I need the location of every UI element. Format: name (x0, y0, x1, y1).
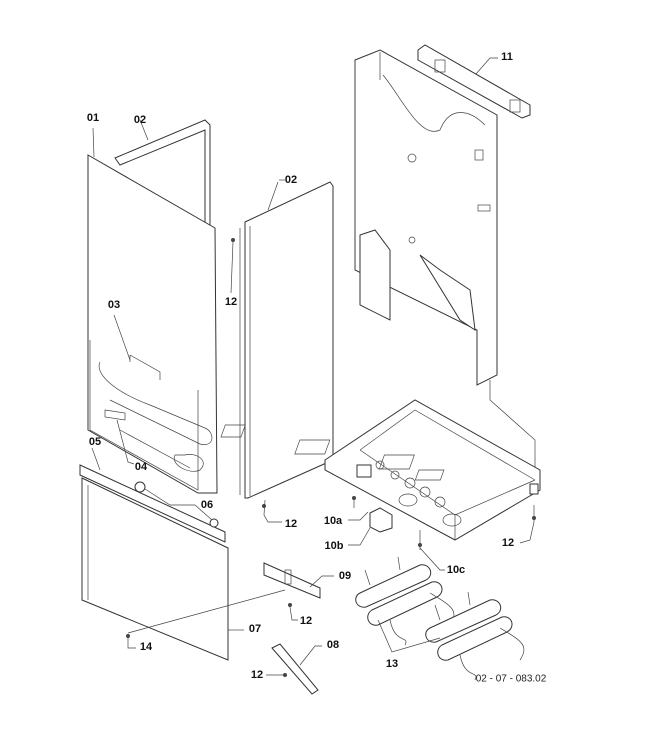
label-12: 12 (224, 296, 238, 308)
label-09: 09 (338, 570, 352, 582)
label-02: 02 (284, 174, 298, 186)
part-side-panel-right (230, 179, 334, 523)
part-strip (266, 643, 322, 695)
label-04: 04 (134, 461, 148, 473)
label-10c: 10c (446, 564, 466, 576)
part-trim-strip (79, 447, 226, 543)
label-10b: 10b (324, 540, 344, 552)
label-14: 14 (139, 641, 153, 653)
label-02: 02 (133, 114, 147, 126)
label-12: 12 (299, 615, 313, 627)
label-06: 06 (200, 499, 214, 511)
part-top-rail (417, 44, 531, 119)
label-12: 12 (284, 518, 298, 530)
part-chassis-tray (220, 399, 541, 571)
part-knobs (134, 481, 219, 528)
part-connector-block (348, 507, 393, 546)
label-03: 03 (107, 299, 121, 311)
label-07: 07 (248, 623, 262, 635)
label-11: 11 (501, 51, 513, 63)
part-burner-tubes (355, 556, 525, 681)
part-back-frame (354, 49, 536, 470)
label-13: 13 (385, 658, 399, 670)
label-12: 12 (501, 537, 515, 549)
part-lower-door (81, 477, 286, 661)
part-front-casing (87, 127, 218, 494)
label-01: 01 (86, 112, 100, 124)
part-bracket (263, 562, 334, 621)
label-10a: 10a (323, 515, 343, 527)
label-08: 08 (326, 639, 340, 651)
label-05: 05 (88, 436, 102, 448)
label-12: 12 (250, 669, 264, 681)
drawing-code: 02 - 07 - 083.02 (475, 673, 547, 685)
